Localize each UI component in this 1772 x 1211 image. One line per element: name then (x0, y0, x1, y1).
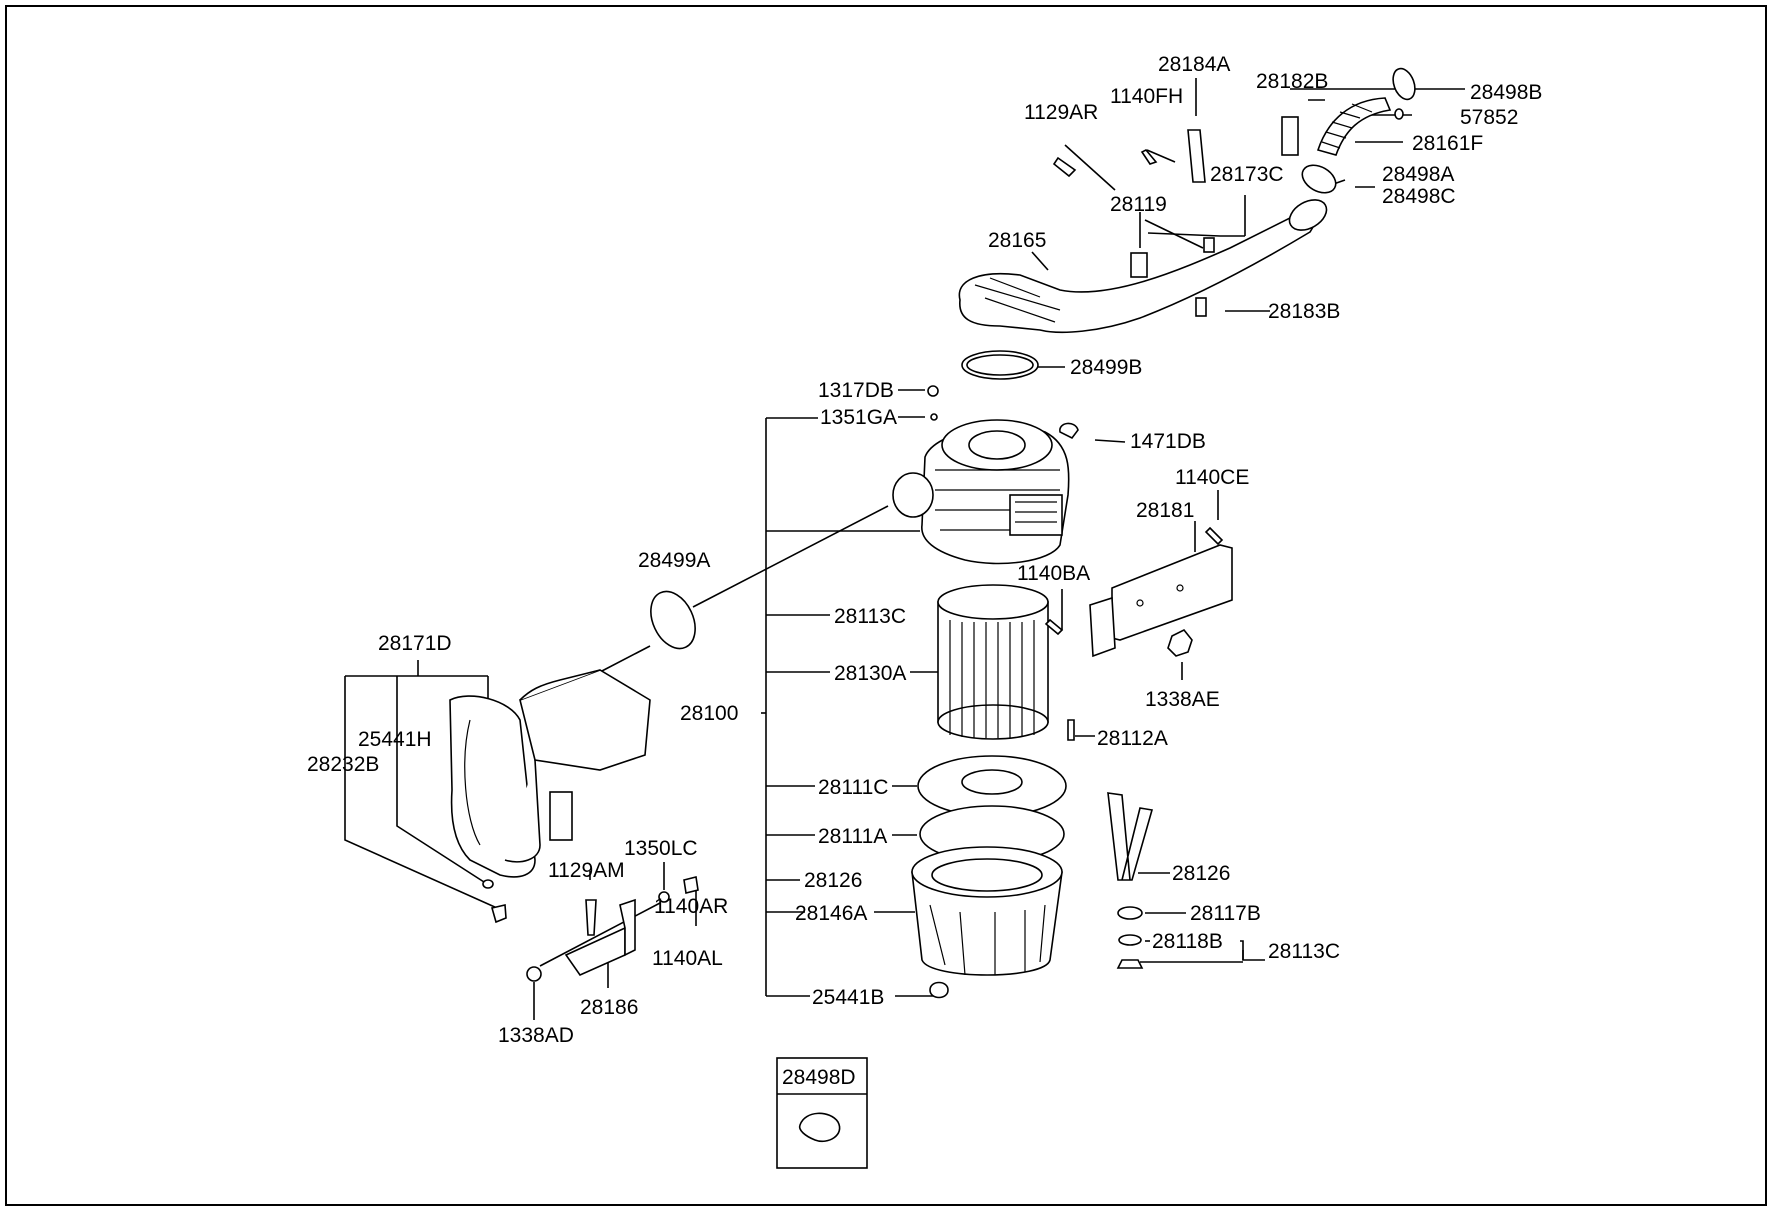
label-28130A: 28130A (834, 662, 906, 685)
clamp-28498A-drawing (1301, 164, 1337, 194)
bolt-1140BA-drawing (1044, 618, 1064, 636)
label-1317DB: 1317DB (818, 379, 894, 402)
bolt-1140AR-drawing (683, 876, 699, 894)
label-28173C: 28173C (1210, 163, 1284, 186)
label-28184A: 28184A (1158, 53, 1230, 76)
label-28111A: 28111A (818, 825, 887, 848)
label-28498D: 28498D (782, 1066, 856, 1089)
label-28118B: 28118B (1152, 930, 1223, 953)
label-1338AD: 1338AD (498, 1024, 574, 1047)
label-25441H: 25441H (358, 728, 432, 751)
intake-duct-drawing (958, 199, 1328, 334)
washer-1351GA-drawing (930, 413, 938, 421)
label-1140FH: 1140FH (1110, 85, 1183, 108)
bolt-1129AR-drawing (1052, 156, 1077, 178)
label-28117B: 28117B (1190, 902, 1261, 925)
clip-1471DB-drawing (1059, 422, 1079, 440)
label-28112A: 28112A (1097, 727, 1168, 750)
label-1140AR: 1140AR (654, 895, 728, 918)
label-28146A: 28146A (795, 902, 867, 925)
hose-28161F-drawing (1316, 97, 1392, 156)
label-28499A: 28499A (638, 549, 710, 572)
label-28126-side: 28126 (1172, 862, 1230, 885)
filter-element-drawing (937, 584, 1049, 740)
clamp-28498B-drawing (1392, 67, 1416, 101)
washer-28117B-drawing (1117, 906, 1143, 920)
clamp-25441B-drawing (929, 981, 949, 999)
inset-box-28498D (776, 1057, 868, 1169)
bracket-28182B-drawing (1281, 116, 1299, 156)
label-28232B: 28232B (307, 753, 379, 776)
clip-25441H-drawing (482, 879, 494, 889)
label-1351GA: 1351GA (820, 406, 897, 429)
label-28498A: 28498A (1382, 163, 1454, 186)
label-1471DB: 1471DB (1130, 430, 1206, 453)
label-57852: 57852 (1460, 106, 1518, 129)
label-1129AR: 1129AR (1024, 101, 1098, 124)
bolt-28112A-drawing (1067, 719, 1075, 741)
label-1338AE: 1338AE (1145, 688, 1220, 711)
label-1140CE: 1140CE (1175, 466, 1249, 489)
part-labels: 28184A 28182B 28498B 57852 1129AR 1140FH… (307, 53, 1542, 1089)
label-28499B: 28499B (1070, 356, 1142, 379)
nut-28113C-drawing (1116, 959, 1144, 969)
bracket-28181-drawing (1089, 544, 1233, 658)
clip-28232B-drawing (490, 904, 507, 924)
bolt-1140FH-drawing (1140, 149, 1158, 165)
air-cleaner-housing-drawing (892, 419, 1070, 565)
label-28182B: 28182B (1256, 70, 1328, 93)
label-28100: 28100 (680, 702, 738, 725)
nut-1338AE-drawing (1167, 628, 1193, 657)
clamp-28499A-drawing (650, 590, 696, 650)
label-28171D: 28171D (378, 632, 452, 655)
bracket-28184A-drawing (1187, 129, 1206, 183)
label-1140BA: 1140BA (1017, 562, 1090, 585)
nut-1317DB-drawing (927, 385, 939, 397)
label-28498C: 28498C (1382, 185, 1456, 208)
label-28111C: 28111C (818, 776, 888, 799)
washer-1350LC-drawing (658, 891, 670, 903)
label-1140AL: 1140AL (652, 947, 723, 970)
resonator-housing-drawing (449, 669, 651, 878)
label-28113C-main: 28113C (834, 605, 906, 628)
bolt-1129AM-drawing (585, 899, 597, 936)
diagram-frame (5, 5, 1767, 1206)
bolt-1140CE-drawing (1204, 526, 1224, 546)
nut-1338AD-drawing (526, 966, 542, 982)
washer-28118B-drawing (1118, 934, 1142, 946)
clamp-28499B-inner (966, 354, 1034, 376)
label-28183B: 28183B (1268, 300, 1340, 323)
label-28165: 28165 (988, 229, 1046, 252)
bracket-28186-drawing (564, 898, 636, 976)
label-28126-main: 28126 (804, 869, 862, 892)
label-28181: 28181 (1136, 499, 1194, 522)
label-28186: 28186 (580, 996, 638, 1019)
label-28498B: 28498B (1470, 81, 1542, 104)
lower-cover-drawing (911, 846, 1063, 976)
label-1129AM: 1129AM (548, 859, 625, 882)
strap-28126-drawing (1107, 792, 1154, 881)
label-25441B: 25441B (812, 986, 884, 1009)
label-28161F: 28161F (1412, 132, 1483, 155)
label-28113C-side: 28113C (1268, 940, 1340, 963)
label-1350LC: 1350LC (624, 837, 698, 860)
gasket-28111C-hole (961, 769, 1023, 795)
label-28119: 28119 (1110, 193, 1167, 216)
ring-57852-drawing (1394, 108, 1404, 120)
